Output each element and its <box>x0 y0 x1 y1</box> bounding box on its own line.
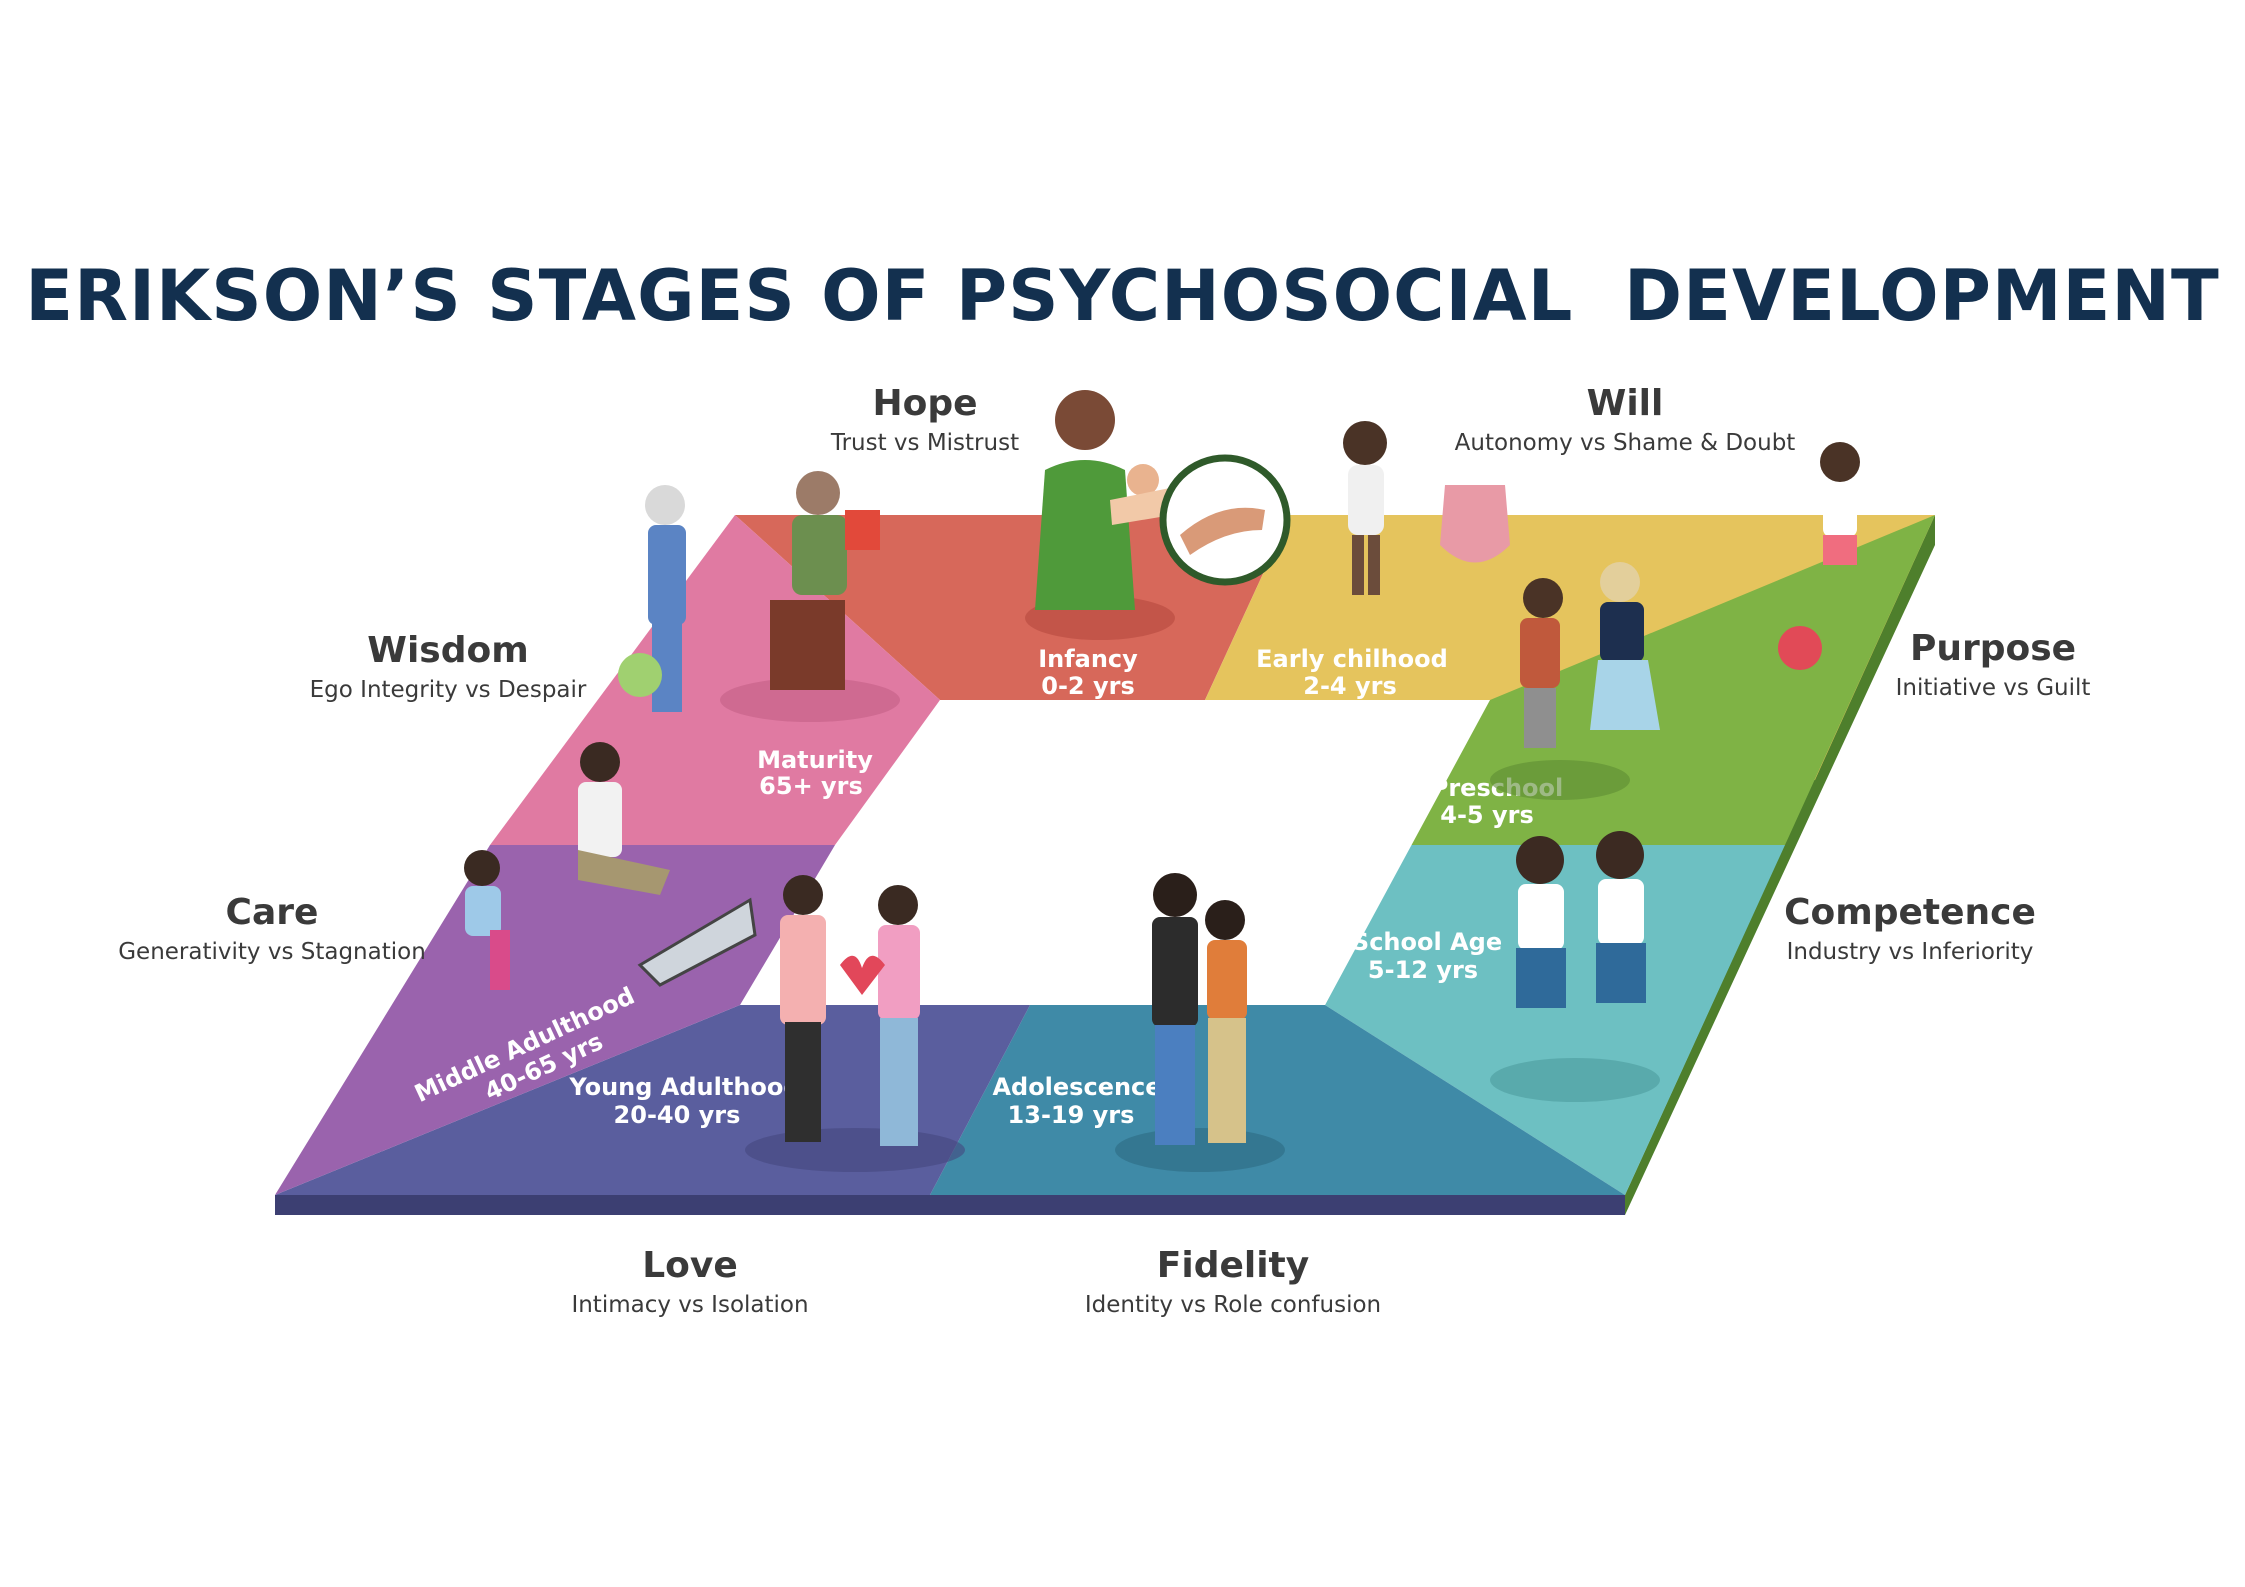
tile-school-age <box>1325 845 1785 1195</box>
stage-caption-hope: Hope Trust vs Mistrust <box>831 383 1019 456</box>
illustration-middle-adulthood <box>464 742 757 990</box>
stage-age-infancy: 0-2 yrs <box>1041 672 1134 700</box>
stage-label-infancy: Infancy <box>1038 645 1138 673</box>
stage-label-maturity: Maturity <box>757 746 873 774</box>
stage-age-early-childhood: 2-4 yrs <box>1303 672 1396 700</box>
illustration-adolescence <box>1115 873 1285 1172</box>
stage-label-school-age: School Age <box>1352 928 1502 956</box>
illustration-infancy <box>1025 390 1291 640</box>
conflict-initiative-vs-guilt: Initiative vs Guilt <box>1895 675 2091 701</box>
stage-caption-will: Will Autonomy vs Shame & Doubt <box>1455 383 1796 456</box>
stage-age-adolescence: 13-19 yrs <box>1008 1101 1135 1129</box>
illustration-school-age <box>1490 831 1660 1102</box>
stage-age-maturity: 65+ yrs <box>759 772 863 800</box>
virtue-love: Love <box>642 1245 738 1286</box>
conflict-autonomy-vs-shame: Autonomy vs Shame & Doubt <box>1454 430 1796 456</box>
illustration-preschool <box>1490 562 1660 800</box>
tile-adolescence <box>930 1005 1625 1195</box>
stage-age-school-age: 5-12 yrs <box>1368 956 1478 984</box>
conflict-generativity-vs-stagnation: Generativity vs Stagnation <box>118 939 426 965</box>
board-edge-right <box>1625 515 1935 1215</box>
conflict-trust-vs-mistrust: Trust vs Mistrust <box>830 430 1020 456</box>
board-edge-bottom <box>275 1195 1625 1215</box>
stage-caption-fidelity: Fidelity Identity vs Role confusion <box>1085 1245 1381 1318</box>
board-center-hole <box>760 700 1490 1005</box>
stage-caption-wisdom: Wisdom Ego Integrity vs Despair <box>310 630 587 703</box>
stage-age-young-adulthood: 20-40 yrs <box>614 1101 741 1129</box>
stage-label-adolescence: Adolescence <box>992 1073 1161 1101</box>
virtue-purpose: Purpose <box>1909 628 2077 669</box>
conflict-intimacy-vs-isolation: Intimacy vs Isolation <box>571 1292 809 1318</box>
conflict-ego-integrity-vs-despair: Ego Integrity vs Despair <box>309 677 587 703</box>
stage-caption-love: Love Intimacy vs Isolation <box>571 1245 808 1318</box>
conflict-industry-vs-inferiority: Industry vs Inferiority <box>1786 939 2034 965</box>
stage-caption-care: Care Generativity vs Stagnation <box>118 892 426 965</box>
stage-age-preschool: 4-5 yrs <box>1440 801 1533 829</box>
page-title: ERIKSON’S STAGES OF PSYCHOSOCIAL DEVELOP… <box>25 255 2220 337</box>
illustration-early-childhood <box>1343 421 1860 670</box>
illustration-young-adulthood <box>745 875 965 1172</box>
virtue-fidelity: Fidelity <box>1156 1245 1310 1286</box>
stage-caption-competence: Competence Industry vs Inferiority <box>1784 892 2036 965</box>
tile-infancy <box>735 515 1290 700</box>
illustration-maturity <box>618 471 900 722</box>
conflict-identity-vs-role-confusion: Identity vs Role confusion <box>1084 1292 1382 1318</box>
virtue-will: Will <box>1586 383 1664 424</box>
virtue-care: Care <box>225 892 319 933</box>
virtue-hope: Hope <box>872 383 978 424</box>
virtue-competence: Competence <box>1784 892 2036 933</box>
virtue-wisdom: Wisdom <box>367 630 529 671</box>
stage-label-early-childhood: Early chilhood <box>1256 645 1448 673</box>
stage-label-young-adulthood: Young Adulthood <box>568 1073 800 1101</box>
stage-caption-purpose: Purpose Initiative vs Guilt <box>1896 628 2091 701</box>
